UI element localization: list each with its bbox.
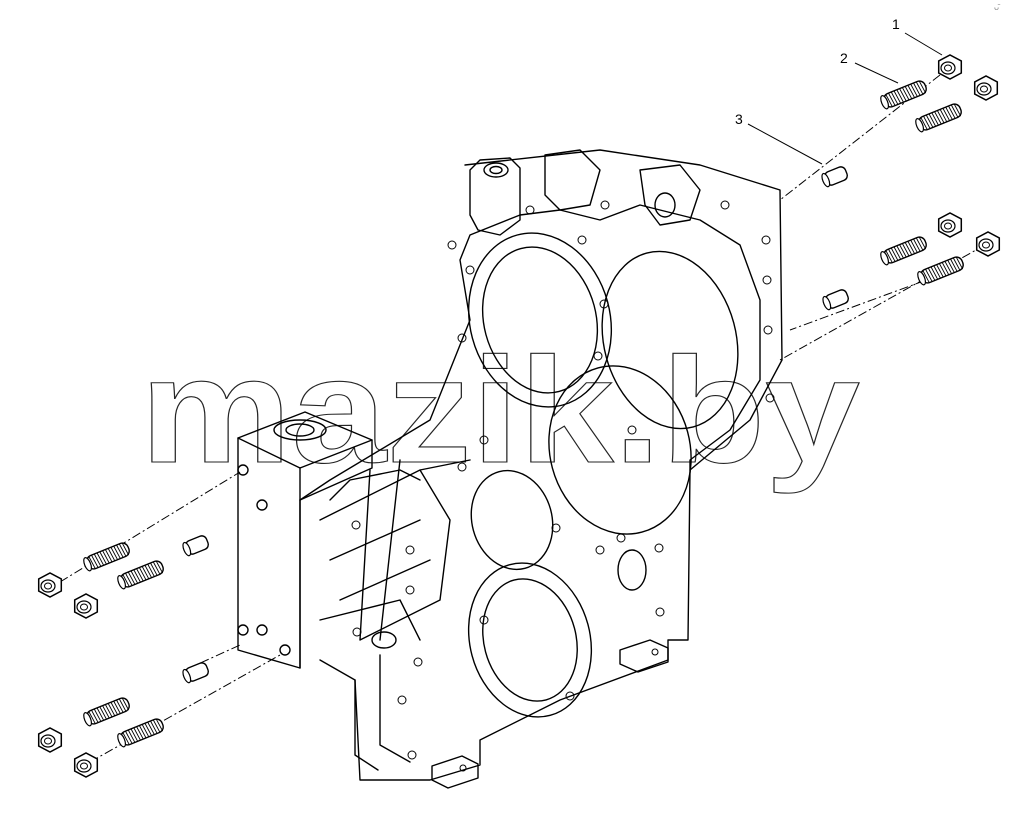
nut	[937, 54, 963, 80]
threaded-stud	[880, 236, 927, 266]
nut	[73, 752, 99, 778]
threaded-stud	[83, 542, 130, 572]
corner-mark: ᴗ̄	[994, 2, 1001, 12]
dowel-pin	[822, 289, 850, 311]
dowel-pin	[821, 166, 849, 188]
threaded-stud	[917, 256, 964, 286]
threaded-stud	[117, 718, 164, 748]
dowel-pin	[182, 535, 210, 557]
threaded-stud	[880, 80, 927, 110]
watermark: mazik.by	[140, 326, 860, 494]
nut	[73, 593, 99, 619]
threaded-stud	[915, 103, 962, 133]
nut	[975, 231, 1001, 257]
callout-1: 1	[892, 16, 900, 32]
nut	[37, 572, 63, 598]
timing-housing	[237, 149, 783, 789]
callouts: 1 2 3	[735, 16, 943, 165]
callout-3: 3	[735, 111, 743, 127]
nut	[973, 75, 999, 101]
fasteners	[37, 54, 1001, 778]
nut	[37, 727, 63, 753]
nut	[937, 212, 963, 238]
threaded-stud	[83, 697, 130, 727]
callout-2: 2	[840, 50, 848, 66]
threaded-stud	[117, 560, 164, 590]
dowel-pin	[182, 662, 210, 684]
